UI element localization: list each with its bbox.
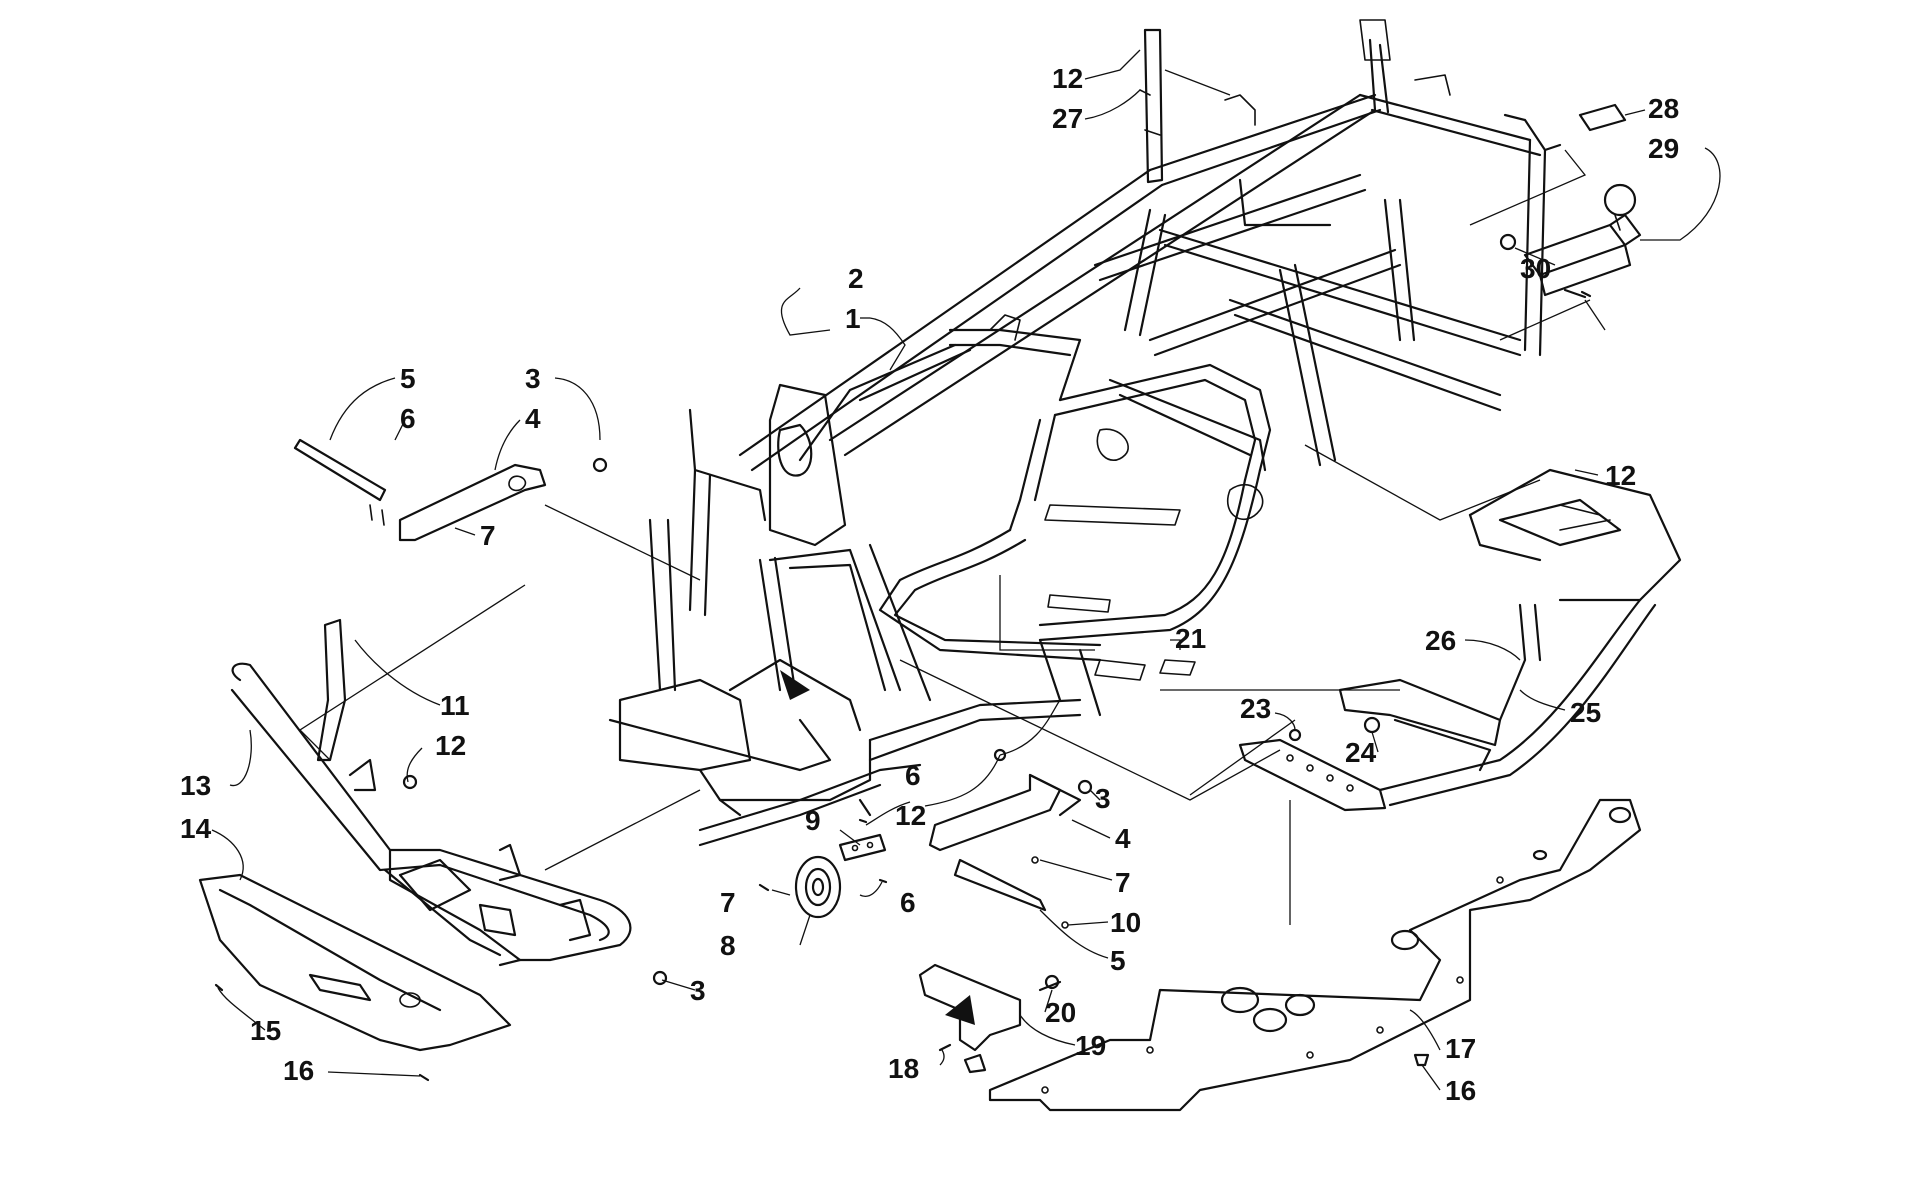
callout-4: 4 <box>525 403 541 434</box>
horn-bracket <box>838 833 887 862</box>
callout-labels: 2 1 12 27 28 29 30 5 6 4 3 7 12 21 26 25… <box>180 63 1679 1106</box>
callout-28: 29 <box>1648 133 1679 164</box>
callout-20: 20 <box>1045 997 1076 1028</box>
callout-14: 14 <box>180 813 212 844</box>
callout-6: 6 <box>400 403 416 434</box>
callout-23: 24 <box>1345 737 1377 768</box>
front-bumper <box>230 662 632 967</box>
footrest-bracket <box>1238 738 1387 812</box>
callout-29: 30 <box>1520 253 1551 284</box>
callout-3: 3 <box>690 975 706 1006</box>
nut-23 <box>1363 716 1381 734</box>
rear-bracket <box>1139 28 1164 184</box>
callout-3: 3 <box>1095 783 1111 814</box>
callout-15: 15 <box>250 1015 281 1046</box>
callout-12: 12 <box>1052 63 1083 94</box>
callout-17: 17 <box>1445 1033 1476 1064</box>
hitch-nut <box>1499 233 1517 251</box>
skid-plate <box>988 798 1642 1112</box>
callout-6: 6 <box>900 887 916 918</box>
callout-1: 1 <box>845 303 861 334</box>
callout-16: 16 <box>1445 1075 1476 1106</box>
hitch-bolt <box>1563 288 1592 299</box>
callout-13: 13 <box>180 770 211 801</box>
callout-12: 12 <box>895 800 926 831</box>
callout-7: 7 <box>720 887 736 918</box>
callout-21: 21 <box>1175 623 1206 654</box>
callout-22: 23 <box>1240 693 1271 724</box>
callout-10: 10 <box>1110 907 1141 938</box>
callout-25: 26 <box>1425 625 1456 656</box>
callout-7: 7 <box>1115 867 1131 898</box>
screw-16-front <box>418 1073 430 1082</box>
horn <box>794 855 842 919</box>
callout-12: 12 <box>435 730 466 761</box>
callout-24: 25 <box>1570 697 1601 728</box>
small-screws <box>402 748 1007 986</box>
callout-27: 28 <box>1648 93 1679 124</box>
callout-26: 27 <box>1052 103 1083 134</box>
leader-lines <box>211 49 1721 1091</box>
callout-4: 4 <box>1115 823 1131 854</box>
callout-6: 6 <box>905 760 921 791</box>
decal-plate <box>1578 103 1627 132</box>
main-frame <box>608 19 1562 847</box>
lower-bracket-right <box>928 773 1093 929</box>
callout-5: 5 <box>400 363 416 394</box>
callout-12: 12 <box>1605 460 1636 491</box>
callout-7: 7 <box>480 520 496 551</box>
right-footrest <box>1338 468 1682 807</box>
callout-2: 2 <box>848 263 864 294</box>
hitch-ball-mount <box>1523 183 1642 297</box>
callout-16: 16 <box>283 1055 314 1086</box>
front-skid-guard <box>198 873 512 1052</box>
lower-mount-bracket <box>918 963 1062 1074</box>
screw-16-skid <box>1413 1053 1430 1067</box>
callout-9: 9 <box>805 805 821 836</box>
screw-22 <box>1288 728 1302 742</box>
callout-18: 18 <box>888 1053 919 1084</box>
callout-5: 5 <box>1110 945 1126 976</box>
callout-19: 19 <box>1075 1030 1106 1061</box>
upper-bracket-left <box>293 438 608 542</box>
callout-11: 11 <box>440 690 470 721</box>
callout-3: 3 <box>525 363 541 394</box>
callout-8: 8 <box>720 930 736 961</box>
screw-15 <box>214 983 224 992</box>
